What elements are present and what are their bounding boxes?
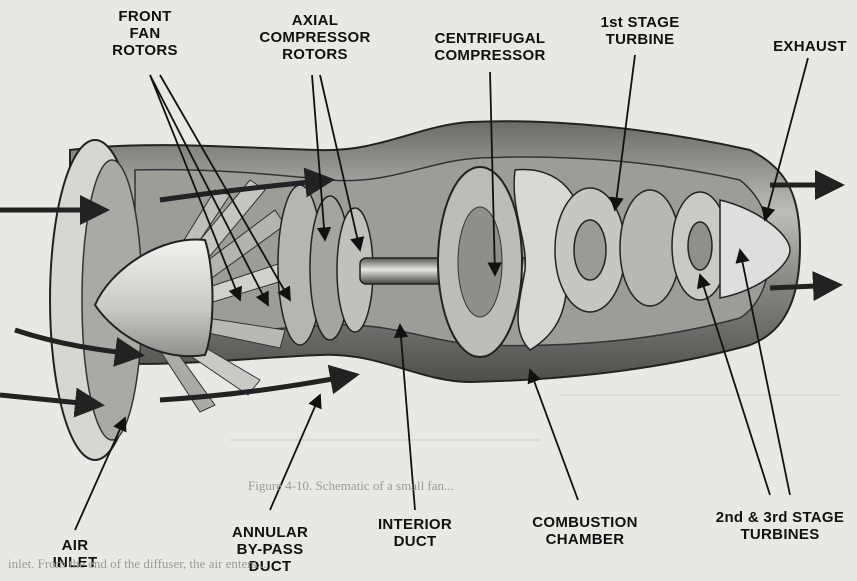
label-centrifugal-compressor: CENTRIFUGAL COMPRESSOR: [420, 30, 560, 64]
label-axial-compressor-rotors: AXIAL COMPRESSOR ROTORS: [245, 12, 385, 63]
label-2nd-3rd-stage-turbines: 2nd & 3rd STAGE TURBINES: [705, 509, 855, 543]
background-page-lines: [230, 395, 840, 440]
label-first-stage-turbine: 1st STAGE TURBINE: [590, 14, 690, 48]
label-interior-duct: INTERIOR DUCT: [365, 516, 465, 550]
background-body-text: inlet. From the end of the diffuser, the…: [8, 556, 266, 572]
label-combustion-chamber: COMBUSTION CHAMBER: [515, 514, 655, 548]
turbine-discs: [555, 188, 728, 312]
label-exhaust: EXHAUST: [765, 38, 855, 55]
axial-compressor-rotors: [278, 185, 373, 345]
label-front-fan-rotors: FRONT FAN ROTORS: [95, 8, 195, 59]
centrifugal-compressor-wheel: [438, 167, 522, 357]
background-figure-caption: Figure 4-10. Schematic of a small fan...: [248, 478, 454, 494]
